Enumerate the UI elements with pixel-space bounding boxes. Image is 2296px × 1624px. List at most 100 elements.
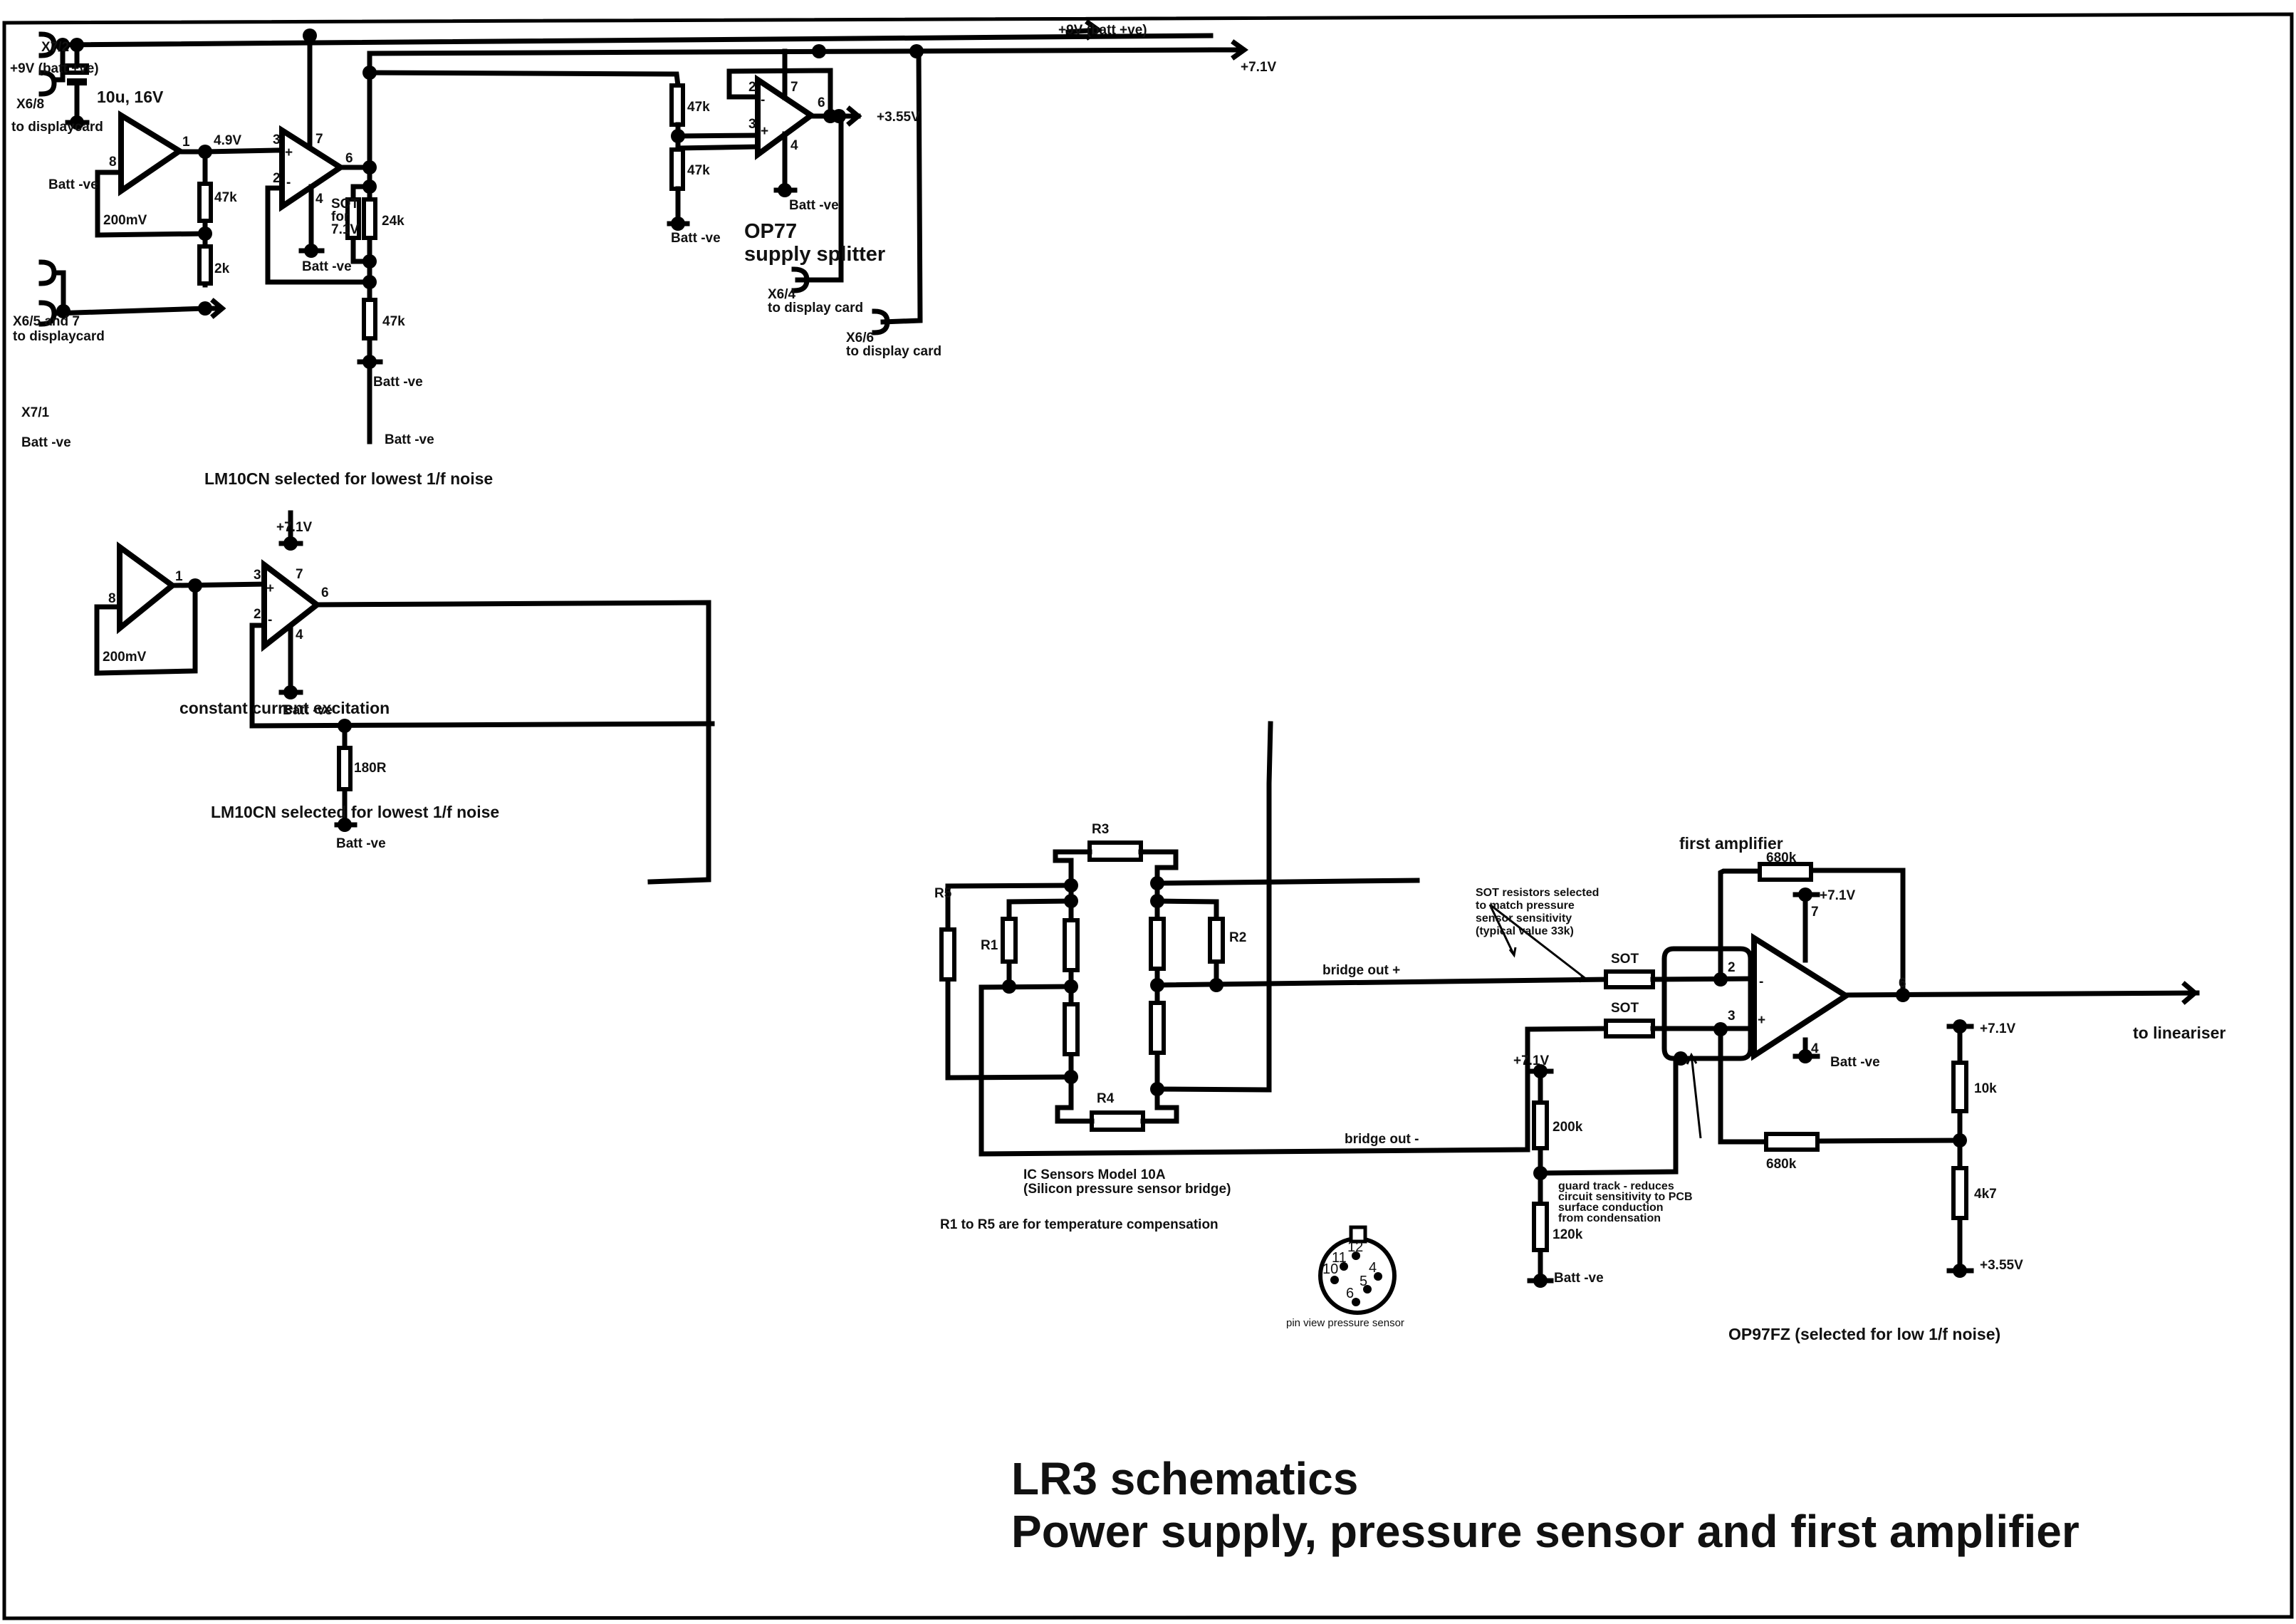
page-border	[2, 12, 2294, 1620]
label-split-pin6: 6	[818, 95, 825, 110]
label-sot-note-3: sensor sensitivity	[1476, 912, 1572, 925]
label-exc-plus: +	[266, 581, 274, 596]
label-r4: R4	[1097, 1091, 1115, 1106]
page-title: LR3 schematics	[1011, 1453, 1358, 1504]
label-x7-1-desc: Batt -ve	[21, 435, 71, 450]
label-680k-fb: 680k	[1766, 850, 1797, 865]
label-amp-pin3: 3	[1728, 1009, 1736, 1024]
heading-first-amplifier: first amplifier	[1679, 834, 1783, 853]
label-47k-fb: 47k	[382, 314, 405, 329]
label-bridge-model-2: (Silicon pressure sensor bridge)	[1023, 1182, 1231, 1197]
resistor-200k	[1532, 1100, 1549, 1150]
label-split-pin4: 4	[790, 138, 798, 153]
label-div-ref: +3.55V	[1980, 1258, 2023, 1273]
label-x6-6: X6/6	[846, 330, 874, 345]
label-ref-pin1: 1	[182, 135, 190, 150]
label-gnd-cap: Batt -ve	[48, 177, 98, 192]
label-pin-5: 5	[1360, 1274, 1367, 1289]
reference-amp-2	[117, 541, 177, 635]
label-op1-plus: +	[285, 145, 293, 160]
arrow-9v-icon	[1065, 19, 1103, 41]
connector-x6-8-icon	[38, 70, 57, 97]
resistor-47k-ref	[197, 182, 213, 223]
label-exc-pin8: 8	[108, 591, 116, 606]
caption-lm10-power: LM10CN selected for lowest 1/f noise	[204, 469, 493, 488]
label-capacitor: 10u, 16V	[97, 88, 164, 106]
resistor-47k-split-top	[669, 83, 685, 127]
resistor-r1	[1001, 917, 1018, 964]
page-subtitle: Power supply, pressure sensor and first …	[1011, 1506, 2080, 1557]
resistor-47k-split-bot	[669, 147, 685, 191]
resistor-680k-fb	[1758, 862, 1813, 882]
wire-9v-main	[51, 33, 1214, 48]
label-680k-ref: 680k	[1766, 1157, 1797, 1172]
label-exc-supply: +7.1V	[276, 520, 313, 535]
bridge-section	[939, 721, 1609, 1157]
resistor-bridge-c	[1149, 917, 1166, 971]
resistor-180r	[337, 746, 353, 791]
label-r1: R1	[981, 938, 998, 953]
label-sot-note-2: to match pressure	[1476, 900, 1575, 912]
caption-constant-current: constant current excitation	[179, 699, 390, 717]
label-sot-note-1: SOT resistors selected	[1476, 887, 1599, 899]
label-gnd-op1: Batt -ve	[302, 259, 352, 274]
resistor-10k	[1951, 1061, 1968, 1113]
label-split-minus: -	[761, 93, 765, 108]
resistor-r5	[939, 927, 956, 982]
arrow-batt-ve-icon	[210, 298, 226, 319]
label-div-supply: +7.1V	[1980, 1021, 2016, 1036]
label-sot-note-4: (typical value 33k)	[1476, 925, 1574, 937]
label-exc-pin6: 6	[321, 585, 329, 600]
label-exc-pin2: 2	[254, 607, 261, 622]
label-amp-minus: -	[1759, 974, 1763, 989]
label-exc-pin3: 3	[254, 568, 261, 583]
first-amplifier-section	[1488, 862, 2200, 1288]
label-guard-supply: +7.1V	[1513, 1053, 1550, 1068]
resistor-bridge-d	[1149, 1001, 1166, 1055]
label-split-pin7: 7	[790, 80, 798, 95]
label-gnd-divider: Batt -ve	[385, 432, 434, 447]
label-exc-pin7: 7	[296, 567, 303, 582]
label-op1-pin6: 6	[345, 151, 353, 166]
opamp-excitation	[261, 558, 322, 652]
resistor-2k-ref	[197, 244, 213, 286]
capacitor-plate-neg	[67, 78, 87, 85]
label-op77: OP77	[744, 220, 797, 243]
label-amp-pin6: 6	[1899, 976, 1906, 991]
label-rail-9v: +9V (batt +ve)	[1058, 23, 1147, 38]
label-splitter-desc: supply splitter	[744, 243, 885, 266]
label-x6-6-desc: to display card	[846, 344, 941, 359]
label-amp-pin2: 2	[1728, 960, 1736, 975]
label-guard-note-4: from condensation	[1558, 1212, 1661, 1224]
label-x6-4-desc: to display card	[768, 301, 863, 316]
capacitor-plate-pos	[65, 63, 89, 75]
label-bridge-model-1: IC Sensors Model 10A	[1023, 1167, 1166, 1182]
label-op1-pin3: 3	[273, 132, 281, 147]
label-exc-pin1: 1	[175, 569, 183, 584]
sot-annotation-arrows	[1488, 903, 1590, 983]
label-pin-6: 6	[1346, 1286, 1354, 1301]
connector-x6-4-icon	[791, 266, 810, 293]
label-180r: 180R	[354, 761, 387, 776]
resistor-bridge-a	[1063, 918, 1080, 972]
label-x6-5-desc: to displaycard	[13, 329, 105, 344]
label-10k: 10k	[1974, 1081, 1997, 1096]
resistor-24k	[362, 197, 377, 240]
label-pin-11: 11	[1332, 1250, 1347, 1266]
label-ref-pin8: 8	[109, 155, 117, 170]
guard-annotation-arrow	[1686, 1052, 1702, 1139]
label-op1-pin2: 2	[273, 171, 281, 186]
power-supply-section	[38, 19, 1249, 444]
label-pin-12: 12	[1347, 1239, 1363, 1255]
pin-view-diagram	[1318, 1225, 1397, 1315]
label-sot-top: SOT	[1611, 952, 1639, 967]
label-120k: 120k	[1553, 1227, 1583, 1242]
label-exc-gnd: Batt -ve	[283, 703, 333, 718]
resistor-r4	[1090, 1110, 1145, 1132]
opamp-op97fz	[1751, 932, 1852, 1061]
label-200k: 200k	[1553, 1120, 1583, 1135]
arrow-output-icon	[2181, 981, 2199, 1005]
excitation-section	[94, 510, 715, 885]
label-op1-pin7: 7	[315, 132, 323, 147]
